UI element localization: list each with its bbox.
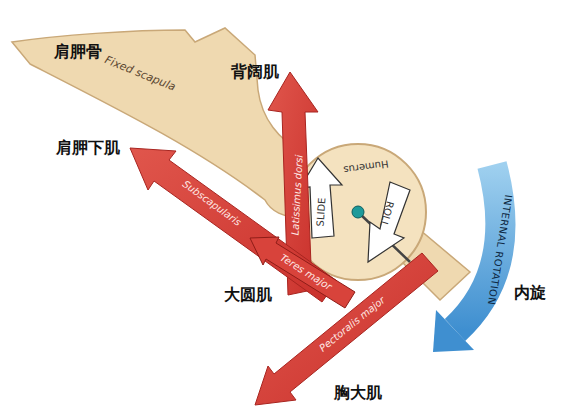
muscle-label: 大圆肌: [224, 286, 272, 304]
muscle-label: 背阔肌: [231, 63, 279, 81]
rotation-center: [352, 206, 364, 218]
muscle-label: 胸大肌: [334, 384, 382, 402]
scapula: [12, 28, 300, 216]
subscapularis-arrow: [130, 148, 337, 302]
bone-label: 肩胛骨: [54, 43, 102, 61]
muscle-name: Pectoralis major: [317, 294, 387, 353]
roll-arrow: [368, 182, 410, 262]
motion-label: SLIDE: [315, 197, 328, 227]
rotation-arrow-head: [433, 310, 474, 352]
muscle-label: 肩胛下肌: [56, 139, 120, 157]
pectoralis-arrow: [255, 253, 438, 405]
motion-label: 内旋: [514, 284, 546, 302]
